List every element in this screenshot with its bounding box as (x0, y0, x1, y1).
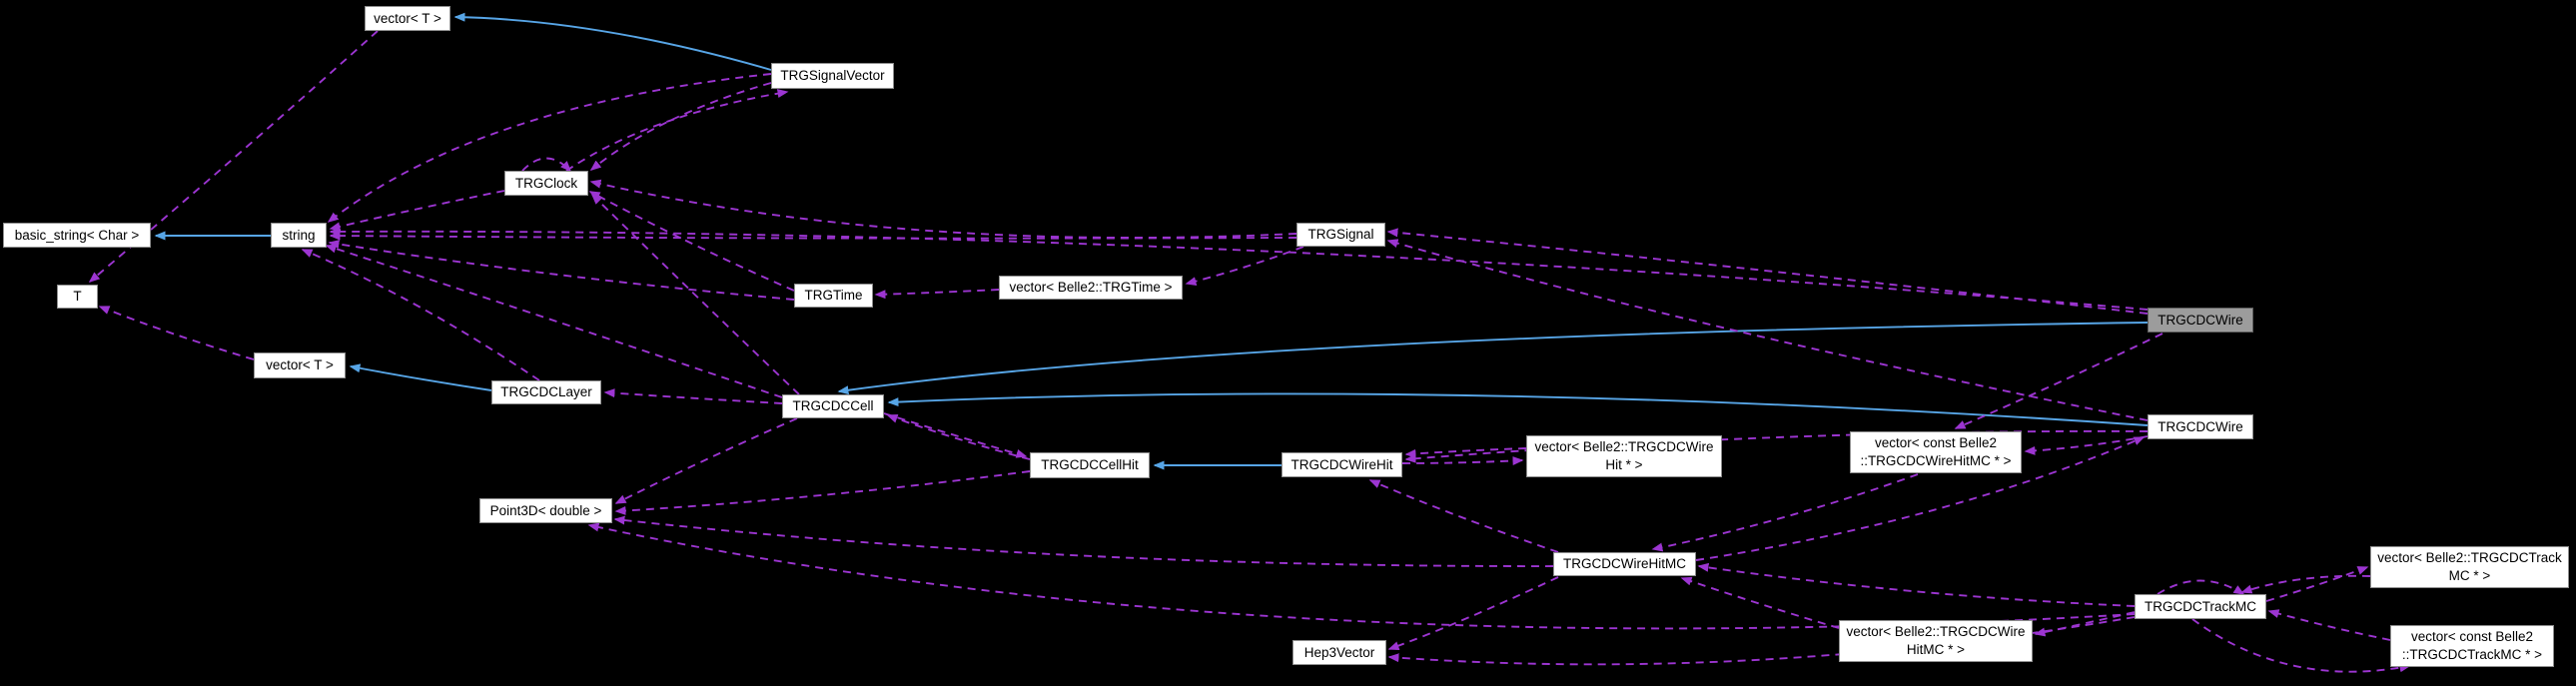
edge-usage-trgcdctrackmc-to-vectorconsttrackmc (2191, 618, 2411, 673)
class-node-vectorconstwirehitmc[interactable]: vector< const Belle2 ::TRGCDCWireHitMC *… (1850, 431, 2022, 473)
edge-usage-trgcdctrackmc-to-trgcdcwirehitmc (1697, 562, 2136, 607)
class-node-basicstring[interactable]: basic_string< Char > (3, 223, 151, 248)
edge-usage-trgsignal-to-string (329, 231, 1297, 241)
edge-usage-trgcdcwirehitmc-to-point3d (613, 515, 1554, 567)
class-node-vectorT_top[interactable]: vector< T > (365, 6, 450, 31)
class-node-trgtime[interactable]: TRGTime (794, 284, 873, 308)
class-node-vectortrackmc[interactable]: vector< Belle2::TRGCDCTrack MC * > (2370, 546, 2569, 588)
class-node-trgcdcwirehit[interactable]: TRGCDCWireHit (1282, 452, 1402, 477)
edge-usage-trgcdccell-to-point3d (614, 417, 798, 504)
class-node-trgcdctrackmc[interactable]: TRGCDCTrackMC (2135, 594, 2266, 619)
class-node-trgcdccellhit[interactable]: TRGCDCCellHit (1030, 452, 1150, 478)
edge-usage-trgcdccellhit-to-trgcdccell (886, 414, 1031, 460)
class-node-trgcdccell[interactable]: TRGCDCCell (782, 394, 884, 418)
edge-usage-trgcdcwire_hl-to-trgsignal (1386, 228, 2148, 315)
class-node-trgsignalvector[interactable]: TRGSignalVector (771, 63, 894, 89)
edge-usage-trgcdcwire_hl-to-string (329, 227, 2148, 311)
edge-inherit-trgcdclayer-to-vectorT_btm (349, 363, 492, 391)
edge-usage-trgcdccell-to-trgcdclayer (603, 388, 783, 404)
edge-usage-trgtime-to-trgclock (588, 191, 795, 292)
edge-usage-vectorconstwirehitmc-to-trgcdcwirehitmc (1651, 473, 1919, 552)
edge-usage-trgclock-to-string (329, 190, 505, 232)
class-node-trgcdcwire2[interactable]: TRGCDCWire (2147, 414, 2253, 439)
edge-usage-trgcdccell-to-trgclock (590, 193, 800, 395)
edge-usage-trgcdctrackmc-to-vectorwirehitmc (2034, 611, 2136, 637)
edge-usage-trgcdcwirehitmc-to-trgcdcwire2 (1695, 436, 2146, 561)
edge-usage-vectorT_top-to-t (88, 30, 379, 283)
class-node-trgclock[interactable]: TRGClock (504, 171, 588, 196)
edge-usage-trgtime-to-string (328, 240, 795, 301)
edge-usage-trgcdctrackmc-to-vectortrackmc (2265, 566, 2369, 602)
edge-usage-trgsignalvector-to-string (327, 73, 772, 223)
edge-usage-trgsignalvector-to-trgclock (589, 82, 772, 171)
edge-usage-trgcdcwire2-to-trgcdcwirehit (1404, 429, 2148, 463)
edge-usage-trgcdctrackmc-to-hep3vector (1387, 616, 2136, 666)
class-node-vectorwirehit[interactable]: vector< Belle2::TRGCDCWire Hit * > (1526, 435, 1722, 477)
edge-usage-trgcdccellhit-to-point3d (614, 470, 1031, 515)
edge-usage-vectorT_btm-to-t (98, 306, 255, 360)
edge-usage-trgcdcwirehitmc-to-hep3vector (1387, 576, 1559, 650)
edge-inherit-trgcdcwire_hl-to-trgcdccell (837, 322, 2148, 395)
class-node-vectorT_btm[interactable]: vector< T > (254, 352, 346, 378)
class-node-vectorconsttrackmc[interactable]: vector< const Belle2 ::TRGCDCTrackMC * > (2390, 625, 2554, 667)
class-node-hep3vector[interactable]: Hep3Vector (1292, 640, 1386, 665)
class-node-vectorwirehitmc[interactable]: vector< Belle2::TRGCDCWire HitMC * > (1839, 620, 2033, 662)
edge-inherit-trgcdcwire2-to-trgcdccell (887, 392, 2148, 426)
edge-usage-vectorwirehit-to-trgcdcwirehit (1404, 447, 1527, 458)
edge-usage-trgclock-to-trgsignalvector (565, 89, 789, 172)
edge-usage-trgcdccell-to-trgcdccellhit (883, 412, 1028, 458)
edge-usage-trgsignal-to-trgclock (589, 179, 1297, 239)
edge-usage-trgcdcwire_hl-to-vectorconstwirehitmc (1954, 333, 2163, 429)
edge-usage-vectorconsttrackmc-to-trgcdctrackmc (2267, 609, 2391, 641)
edge-usage-trgcdcwire2-to-trgsignal (1386, 239, 2148, 421)
edge-inherit-trgsignalvector-to-vectorT_top (453, 12, 772, 71)
edge-usage-trgsignal-to-vectortrgtime (1185, 246, 1304, 286)
class-node-trgsignal[interactable]: TRGSignal (1296, 223, 1385, 247)
class-node-vectortrgtime[interactable]: vector< Belle2::TRGTime > (999, 276, 1183, 300)
edge-usage-vectortrgtime-to-trgtime (874, 289, 1000, 300)
edge-usage-trgclock-to-trgclock (521, 157, 572, 173)
edge-usage-trgcdctrackmc-to-point3d (587, 522, 2136, 630)
edge-usage-trgcdcwirehit-to-vectorwirehit (1401, 455, 1524, 465)
edge-usage-trgcdccell-to-string (325, 244, 783, 398)
edge-usage-trgcdcwire2-to-vectorconstwirehitmc (2024, 435, 2148, 455)
class-node-trgcdcwirehitmc[interactable]: TRGCDCWireHitMC (1553, 552, 1696, 576)
class-node-point3d[interactable]: Point3D< double > (479, 498, 612, 523)
edge-usage-vectortrackmc-to-trgcdctrackmc (2240, 574, 2371, 594)
edge-usage-trgcdclayer-to-string (301, 249, 540, 381)
class-node-trgcdcwire_hl[interactable]: TRGCDCWire (2147, 308, 2253, 333)
class-node-string[interactable]: string (271, 223, 327, 248)
edge-usage-vectorwirehitmc-to-trgcdcwirehitmc (1680, 576, 1840, 629)
edge-usage-trgcdcwirehitmc-to-trgcdcwirehit (1368, 479, 1559, 553)
class-node-trgcdclayer[interactable]: TRGCDCLayer (491, 380, 601, 404)
edge-usage-trgcdctrackmc-to-trgcdctrackmc (2156, 579, 2245, 595)
class-node-t[interactable]: T (57, 285, 98, 309)
